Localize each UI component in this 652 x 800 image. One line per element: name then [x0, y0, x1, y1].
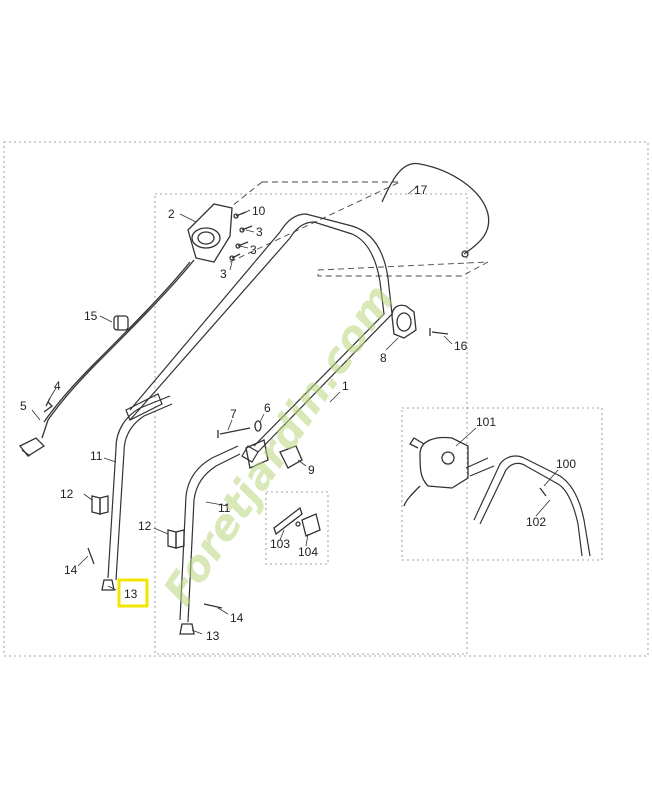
screw-16 [429, 328, 449, 336]
cable-end-fitting [461, 250, 469, 258]
cable-guide-15 [113, 315, 129, 331]
detail-box-100-102 [401, 407, 603, 561]
label-3c: 3 [220, 267, 227, 281]
label-10: 10 [252, 204, 266, 218]
label-12b: 12 [138, 519, 152, 533]
knob-13-left [101, 579, 115, 591]
label-11a: 11 [90, 449, 103, 463]
screw-14-right [203, 603, 223, 609]
label-4: 4 [54, 379, 61, 393]
label-11b: 11 [218, 501, 231, 515]
knob-13-right [179, 623, 195, 635]
plate-103 [273, 506, 303, 536]
outer-dotted-frame [3, 141, 649, 657]
label-7: 7 [230, 407, 237, 421]
label-3b: 3 [250, 243, 257, 257]
screw-4 [43, 397, 53, 413]
label-12a: 12 [60, 487, 74, 501]
label-9: 9 [308, 463, 315, 477]
leader-lines [31, 185, 559, 635]
label-13b: 13 [206, 629, 220, 643]
washer-6 [254, 420, 262, 432]
clip-12-right [167, 529, 185, 549]
label-5: 5 [20, 399, 27, 413]
cable-17-dashed-outline [229, 181, 489, 277]
detail-box-103-104 [265, 491, 329, 565]
watermark: Foretjardin.com [154, 275, 404, 613]
block-9 [279, 445, 303, 469]
label-104: 104 [298, 545, 318, 559]
detail-control-101 [403, 436, 469, 507]
label-13a: 13 [124, 587, 138, 601]
label-102: 102 [526, 515, 546, 529]
engine-brake-control-2 [187, 203, 233, 263]
handle-bracket [245, 439, 269, 469]
highlight-box-13 [117, 578, 149, 608]
lower-handle-right-11 [179, 445, 241, 623]
brake-cable [41, 259, 195, 439]
throttle-cable-17 [381, 162, 490, 255]
label-15: 15 [84, 309, 98, 323]
block-104 [301, 513, 321, 537]
label-3a: 3 [256, 225, 263, 239]
detail-handle-100 [465, 455, 591, 557]
label-100: 100 [556, 457, 576, 471]
label-14b: 14 [230, 611, 244, 625]
bolt-7 [217, 427, 251, 438]
screw-14-left [87, 547, 95, 565]
throttle-lever-8 [391, 304, 417, 339]
label-8: 8 [380, 351, 387, 365]
label-6: 6 [264, 401, 271, 415]
cable-clip-5 [18, 437, 46, 457]
label-103: 103 [270, 537, 290, 551]
label-101: 101 [476, 415, 496, 429]
label-1: 1 [342, 379, 349, 393]
assembly-dotted-frame [154, 193, 468, 655]
lower-handle-left-11 [107, 395, 173, 581]
label-14a: 14 [64, 563, 78, 577]
label-16: 16 [454, 339, 468, 353]
label-2: 2 [168, 207, 175, 221]
bolts-3-10 [229, 211, 253, 261]
label-17: 17 [414, 183, 428, 197]
clip-12-left [91, 495, 109, 515]
